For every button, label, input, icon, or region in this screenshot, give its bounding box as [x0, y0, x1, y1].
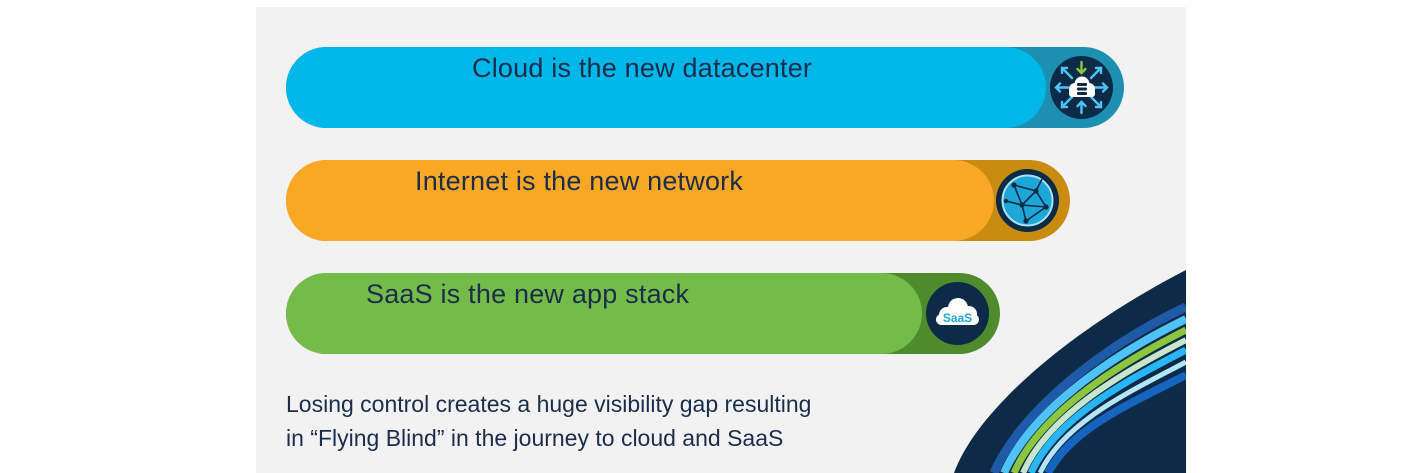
saas-cloud-icon: SaaS: [926, 282, 989, 345]
globe-network-icon: [996, 169, 1059, 232]
slide: Cloud is the new datacenter: [256, 7, 1186, 473]
internet-pill-body: [286, 160, 994, 241]
cloud-pill-label: Cloud is the new datacenter: [472, 53, 813, 83]
saas-pill-body: [286, 273, 922, 354]
caption-line-2: in “Flying Blind” in the journey to clou…: [286, 425, 784, 451]
caption-line-1: Losing control creates a huge visibility…: [286, 391, 812, 417]
saas-app-stack-pill: SaaS is the new app stack SaaS: [286, 273, 1000, 354]
caption: Losing control creates a huge visibility…: [286, 387, 926, 455]
internet-network-pill: Internet is the new network: [286, 160, 1070, 241]
saas-icon-text: SaaS: [943, 311, 972, 325]
cloud-datacenter-pill: Cloud is the new datacenter: [286, 47, 1124, 128]
cloud-pill-body: [286, 47, 1046, 128]
saas-pill-label: SaaS is the new app stack: [366, 279, 690, 309]
internet-pill-label: Internet is the new network: [415, 166, 744, 196]
cloud-server-icon: [1050, 56, 1113, 119]
decorative-ribbon-graphic: [954, 270, 1186, 473]
